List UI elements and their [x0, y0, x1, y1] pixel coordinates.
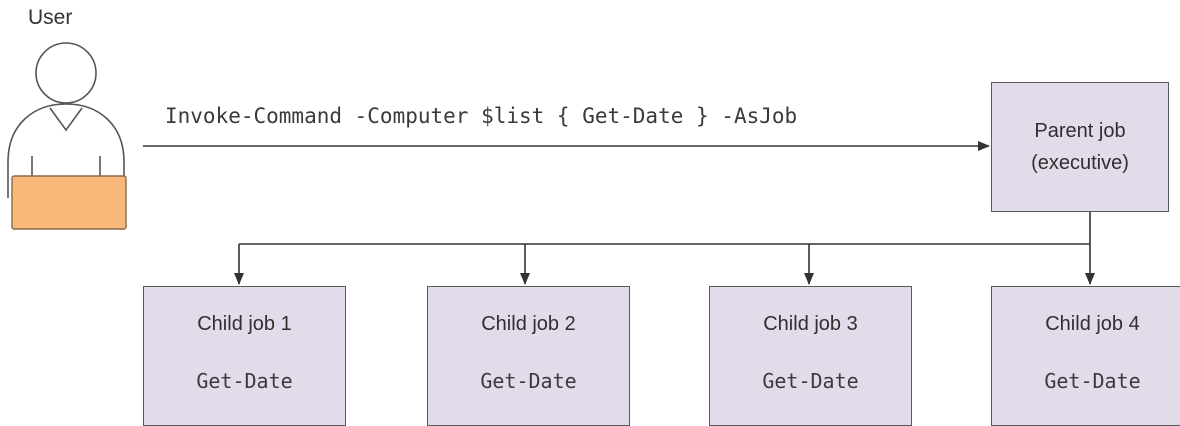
- parent-job-title: Parent job: [1034, 120, 1126, 142]
- user-at-laptop-icon: [7, 42, 127, 230]
- child-job-title: Child job 1: [197, 313, 292, 335]
- parent-job-subtitle: (executive): [1031, 152, 1129, 174]
- child-job-command: Get-Date: [196, 369, 293, 393]
- user-head: [35, 42, 97, 104]
- child-job-box-3: Child job 3 Get-Date: [709, 286, 912, 426]
- laptop: [11, 175, 127, 230]
- child-job-command: Get-Date: [762, 369, 859, 393]
- child-job-box-1: Child job 1 Get-Date: [143, 286, 346, 426]
- user-collar: [49, 107, 83, 132]
- job-diagram: User Invoke-Command -Computer $list { Ge…: [7, 6, 1180, 426]
- child-job-title: Child job 3: [763, 313, 858, 335]
- user-label: User: [28, 6, 73, 29]
- user-body: [7, 103, 125, 198]
- child-job-command: Get-Date: [480, 369, 577, 393]
- connector-layer: [7, 42, 1095, 285]
- child-job-command: Get-Date: [1044, 369, 1141, 393]
- command-label: Invoke-Command -Computer $list { Get-Dat…: [165, 104, 798, 128]
- child-job-box-2: Child job 2 Get-Date: [427, 286, 630, 426]
- child-job-title: Child job 2: [481, 313, 576, 335]
- child-job-title: Child job 4: [1045, 313, 1140, 335]
- child-job-box-4: Child job 4 Get-Date: [991, 286, 1180, 426]
- parent-job-box: Parent job (executive): [991, 82, 1169, 212]
